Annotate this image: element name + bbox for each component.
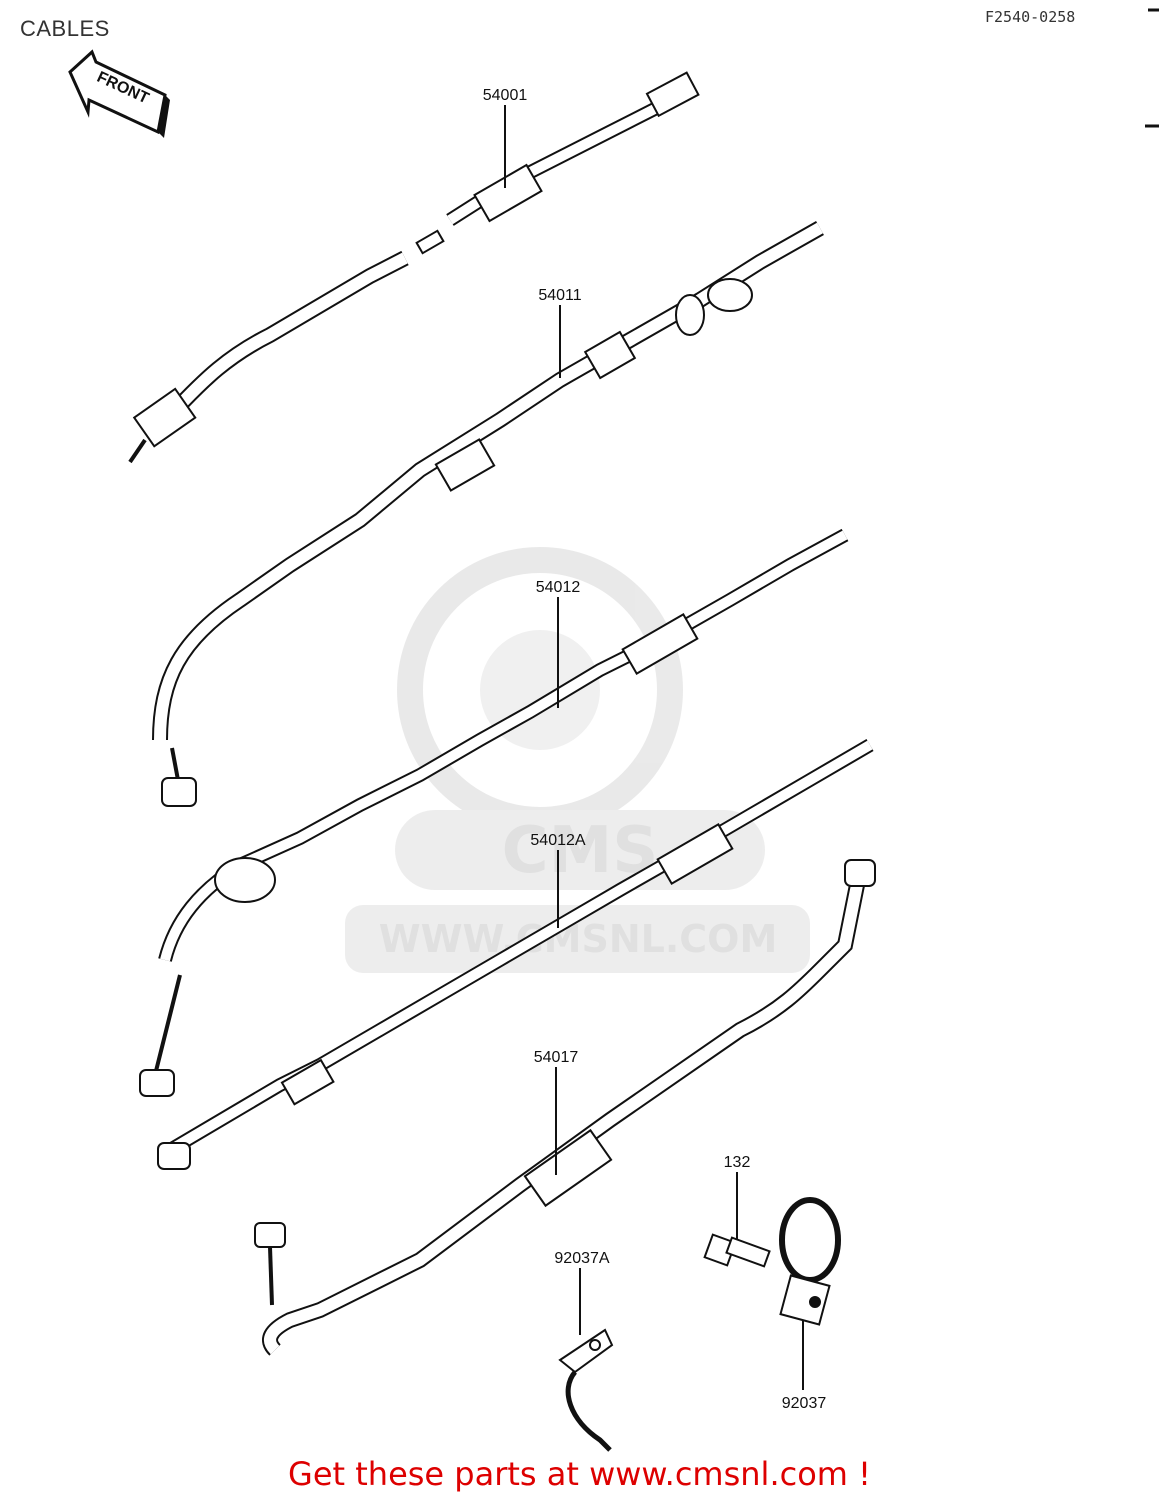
clamp-92037 — [779, 1197, 841, 1326]
bolt-132 — [703, 1233, 771, 1268]
cable-54017 — [254, 859, 876, 1356]
cms-watermark: CMS WWW.CMSNL.COM — [345, 547, 810, 973]
cable-54012 — [139, 528, 849, 1097]
figure-code: F2540-0258 — [985, 8, 1076, 26]
watermark-url: WWW.CMSNL.COM — [379, 917, 778, 961]
part-label-92037A: 92037A — [554, 1250, 609, 1267]
edge-marks — [1145, 8, 1159, 128]
cable-drawings — [128, 71, 876, 1452]
page-title: CABLES — [20, 16, 110, 41]
cable-54001 — [128, 71, 700, 464]
part-label-54012: 54012 — [536, 579, 581, 596]
bracket-92037A — [558, 1328, 614, 1452]
part-label-92037: 92037 — [782, 1395, 827, 1412]
leader-lines — [504, 105, 804, 1390]
front-arrow-icon: FRONT — [68, 49, 170, 138]
cable-54012A — [157, 738, 874, 1170]
promo-link[interactable]: Get these parts at www.cmsnl.com ! — [288, 1455, 871, 1493]
part-label-54017: 54017 — [534, 1049, 579, 1066]
part-label-132: 132 — [724, 1154, 751, 1171]
cable-54011 — [152, 221, 824, 807]
part-label-54012A: 54012A — [530, 832, 585, 849]
part-label-54011: 54011 — [538, 287, 581, 304]
part-labels: 54001 54011 54012 54012A 54017 132 92037… — [483, 87, 827, 1412]
part-label-54001: 54001 — [483, 87, 528, 104]
